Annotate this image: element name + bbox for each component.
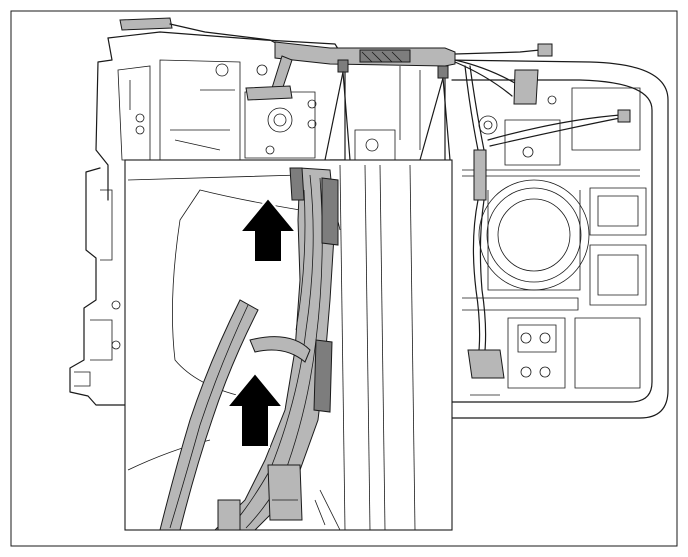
inset-clip-lower — [313, 339, 333, 413]
inset-connector-bottom — [267, 464, 303, 521]
detail-inset — [124, 159, 453, 531]
callout-leader-lines — [324, 71, 451, 161]
connector-bottom-right — [467, 349, 505, 379]
wire-harness-top — [119, 17, 631, 379]
up-arrow-icon — [237, 196, 299, 263]
connector-top-right — [537, 43, 553, 57]
connector-left-branch — [245, 85, 293, 101]
connector-left-end — [119, 17, 173, 31]
push-direction-arrows — [224, 196, 299, 448]
clip-2 — [437, 65, 449, 79]
clip-1 — [337, 59, 349, 73]
up-arrow-icon — [224, 371, 286, 448]
connector-right-branch — [513, 69, 539, 105]
connector-right-side — [617, 109, 631, 123]
inset-clip-upper — [321, 177, 339, 246]
figure-frame — [10, 10, 678, 547]
